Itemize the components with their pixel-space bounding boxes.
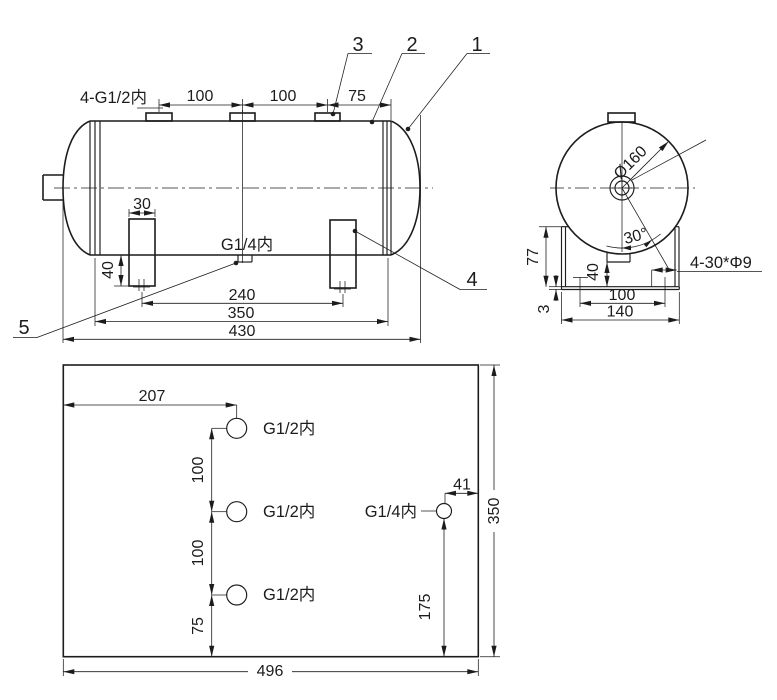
plan-view: 207 100 100 75 G1/2内 G1/2内 G1/2内 G1/4内 4… bbox=[62, 364, 503, 680]
dim-plate-depth: 350 bbox=[486, 498, 503, 525]
dim-plate-width: 496 bbox=[257, 663, 284, 680]
dim-shell-length: 350 bbox=[228, 305, 255, 322]
dim-port-pitch-1: 100 bbox=[190, 457, 207, 484]
port-label-1: G1/2内 bbox=[263, 419, 315, 438]
end-view: Ø160 30° 77 3 40 100 140 4-30*Φ9 bbox=[525, 112, 762, 324]
dim-drain-height: 40 bbox=[585, 263, 602, 281]
callout-2: 2 bbox=[369, 34, 425, 125]
drain-port bbox=[237, 255, 253, 263]
svg-text:2: 2 bbox=[406, 34, 417, 56]
nozzle-spec-label: 4-G1/2内 bbox=[80, 88, 147, 107]
dim-drain-from-edge: 175 bbox=[417, 594, 434, 621]
plate-outline bbox=[62, 364, 480, 658]
dim-base-width: 140 bbox=[607, 304, 634, 321]
side-view: 100 100 75 4-G1/2内 30 40 G1/4内 240 350 4… bbox=[13, 34, 490, 343]
dim-leg-width: 30 bbox=[133, 196, 151, 213]
svg-text:3: 3 bbox=[352, 34, 363, 56]
svg-text:1: 1 bbox=[471, 34, 482, 56]
bottom-drain-stub bbox=[606, 252, 631, 263]
top-nozzles bbox=[145, 112, 341, 122]
dim-nozzle-end-75: 75 bbox=[348, 88, 366, 105]
svg-text:5: 5 bbox=[18, 317, 29, 339]
right-leg bbox=[329, 219, 357, 289]
dim-base-height: 77 bbox=[525, 248, 542, 266]
callout-1: 1 bbox=[405, 34, 490, 132]
dim-leg-height: 40 bbox=[100, 261, 117, 279]
dim-plate-thickness: 3 bbox=[536, 304, 553, 313]
dim-overall-length: 430 bbox=[229, 323, 256, 340]
dim-drain-offset: 41 bbox=[453, 477, 471, 494]
dim-shell-diameter: Ø160 bbox=[611, 143, 651, 183]
port-circle-3 bbox=[226, 584, 248, 606]
dim-drain-angle: 30° bbox=[622, 225, 650, 248]
left-end-port bbox=[42, 174, 64, 201]
callout-3: 3 bbox=[330, 34, 372, 117]
top-nozzle bbox=[607, 112, 636, 123]
port-circle-2 bbox=[226, 501, 248, 523]
callout-5: 5 bbox=[13, 260, 239, 339]
base-saddle bbox=[560, 226, 680, 291]
dim-nozzle-pitch-2: 100 bbox=[270, 88, 297, 105]
drain-circle bbox=[435, 502, 453, 520]
callout-4: 4 bbox=[352, 228, 487, 291]
port-label-2: G1/2内 bbox=[263, 502, 315, 521]
drain-label: G1/4内 bbox=[365, 502, 417, 521]
dim-nozzle-pitch-1: 100 bbox=[187, 88, 214, 105]
dim-slot-pitch: 100 bbox=[609, 287, 636, 304]
left-leg bbox=[128, 218, 156, 287]
dim-leg-pitch: 240 bbox=[229, 287, 256, 304]
port-circle-1 bbox=[226, 417, 248, 439]
dim-port-offset: 207 bbox=[139, 388, 166, 405]
slot-spec-label: 4-30*Φ9 bbox=[690, 254, 752, 272]
dim-port-pitch-2: 100 bbox=[190, 540, 207, 567]
dim-port-edge-75: 75 bbox=[190, 617, 207, 635]
svg-text:4: 4 bbox=[466, 269, 477, 291]
port-label-3: G1/2内 bbox=[263, 585, 315, 604]
drain-port-label: G1/4内 bbox=[221, 235, 273, 254]
